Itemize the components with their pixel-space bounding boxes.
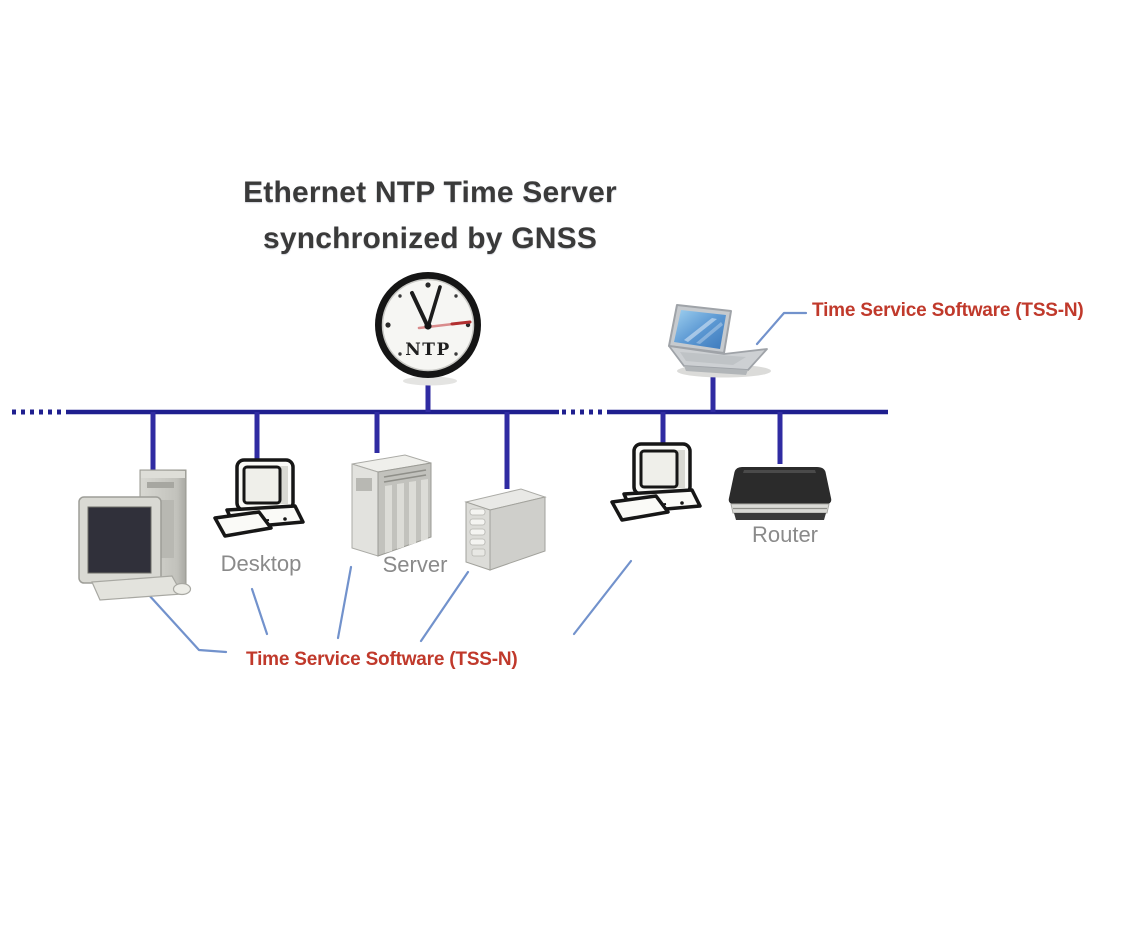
desktop-label: Desktop <box>220 551 302 576</box>
drop-links <box>150 377 783 489</box>
title-line-2: synchronized by GNSS <box>262 222 598 255</box>
leader-compact-server <box>419 570 470 643</box>
desktop-icon <box>213 458 305 538</box>
leader-laptop <box>755 311 808 346</box>
router-icon <box>728 467 832 520</box>
server-label: Server <box>382 552 448 577</box>
title-line-1: Ethernet NTP Time Server <box>243 176 617 209</box>
tss-annotation-bottom: Time Service Software (TSS-N) <box>246 649 518 670</box>
leader-server <box>336 565 353 640</box>
leader-desktop2 <box>572 559 633 636</box>
leader-workstation <box>146 592 228 654</box>
desktop2-icon <box>610 442 702 522</box>
laptop-icon <box>668 304 771 378</box>
tss-annotation-top: Time Service Software (TSS-N) <box>812 300 1084 321</box>
ntp-clock-icon: NTP <box>375 272 481 386</box>
leader-lines <box>146 311 808 654</box>
leader-desktop <box>250 587 269 636</box>
workstation-icon <box>78 469 192 601</box>
compact-server-icon <box>464 488 547 571</box>
ntp-clock-label: NTP <box>405 340 450 360</box>
diagram-title: Ethernet NTP Time Server synchronized by… <box>140 170 720 262</box>
router-label: Router <box>751 522 819 547</box>
server-icon <box>351 454 432 557</box>
